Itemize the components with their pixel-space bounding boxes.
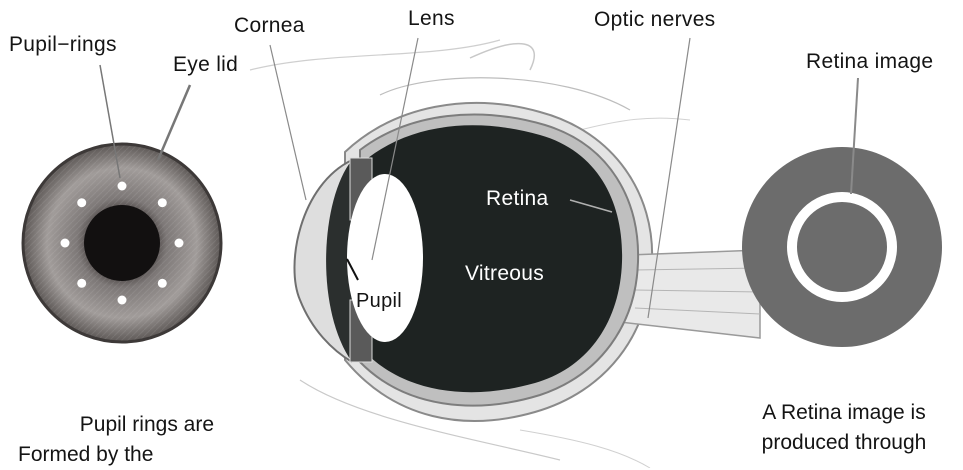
cornea-label: Cornea [234,14,305,38]
left-caption-line1: Pupil rings are [18,410,214,440]
retina-label: Retina [486,187,549,211]
left-caption: Pupil rings are Formed by the [18,410,214,470]
lens-label: Lens [408,7,455,31]
pupil-ring-dot [158,198,167,207]
right-caption-line2: produced through [738,428,950,458]
eye-lid-label: Eye lid [173,53,238,77]
pupil-ring-dot [158,279,167,288]
pupil-ring-dot [77,279,86,288]
pupil-label: Pupil [356,290,402,313]
optic-nerves-label: Optic nerves [594,8,715,32]
iris-group [22,65,222,343]
retina-image-label: Retina image [806,50,933,74]
pupil-center [84,205,160,281]
eye-lid-leader [158,85,190,160]
pupil-rings-label: Pupil−rings [9,33,117,57]
right-caption-line1: A Retina image is [738,398,950,428]
pupil-ring-dot [61,239,70,248]
pupil-ring-dot [77,198,86,207]
retina-image-group [742,78,942,347]
cornea-leader [270,45,306,200]
pupil-ring-dot [118,296,127,305]
pupil-ring-dot [175,239,184,248]
right-caption: A Retina image is produced through [738,398,950,458]
vitreous-label: Vitreous [465,262,544,286]
pupil-ring-dot [118,182,127,191]
left-caption-line2: Formed by the [18,440,214,470]
retina-disc [742,147,942,347]
optic-nerve [620,250,760,338]
eye-cross-section [250,38,760,468]
